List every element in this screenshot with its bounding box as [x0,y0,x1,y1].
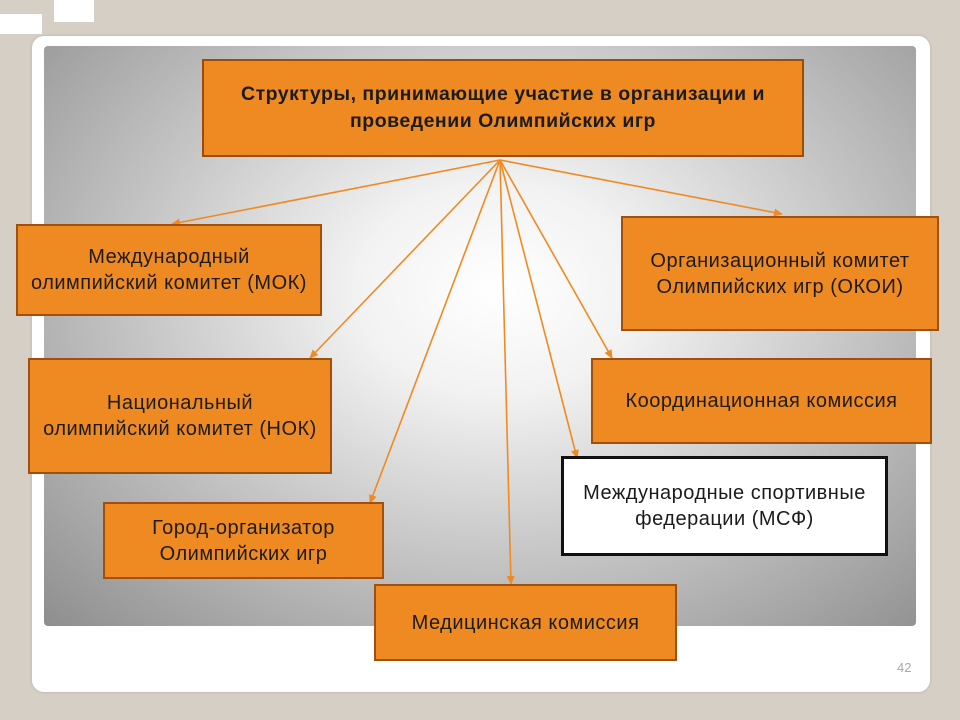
arrow-to-msf [499,159,579,459]
node-nok: Национальный олимпийский комитет (НОК) [28,358,332,474]
node-nok-label: Национальный олимпийский комитет (НОК) [43,392,317,440]
node-medical: Медицинская комиссия [374,584,677,661]
node-coord: Координационная комиссия [591,358,932,444]
node-msf: Международные спортивные федерации (МСФ) [561,456,888,556]
corner-tab-left [0,14,42,34]
title-text: Структуры, принимающие участие в организ… [241,83,765,132]
node-okoi-label: Организационный комитет Олимпийских игр … [650,249,910,298]
node-coord-label: Координационная комиссия [625,390,898,412]
arrow-to-medical [499,159,515,585]
arrow-to-coord [499,159,613,359]
node-medical-label: Медицинская комиссия [411,611,640,634]
slide-number: 42 [897,660,912,675]
node-msf-label: Международные спортивные федерации (МСФ) [583,482,866,530]
arrow-to-city [369,159,501,504]
title-box: Структуры, принимающие участие в организ… [202,59,804,157]
node-city: Город-организатор Олимпийских игр [103,502,384,579]
arrow-to-nok [309,159,501,359]
arrow-to-okoi [499,159,783,217]
arrow-to-mok [171,159,501,227]
node-okoi: Организационный комитет Олимпийских игр … [621,216,939,331]
node-mok-label: Международный олимпийский комитет (МОК) [31,246,307,294]
node-mok: Международный олимпийский комитет (МОК) [16,224,322,316]
node-city-label: Город-организатор Олимпийских игр [152,516,335,565]
corner-tab [54,0,94,22]
